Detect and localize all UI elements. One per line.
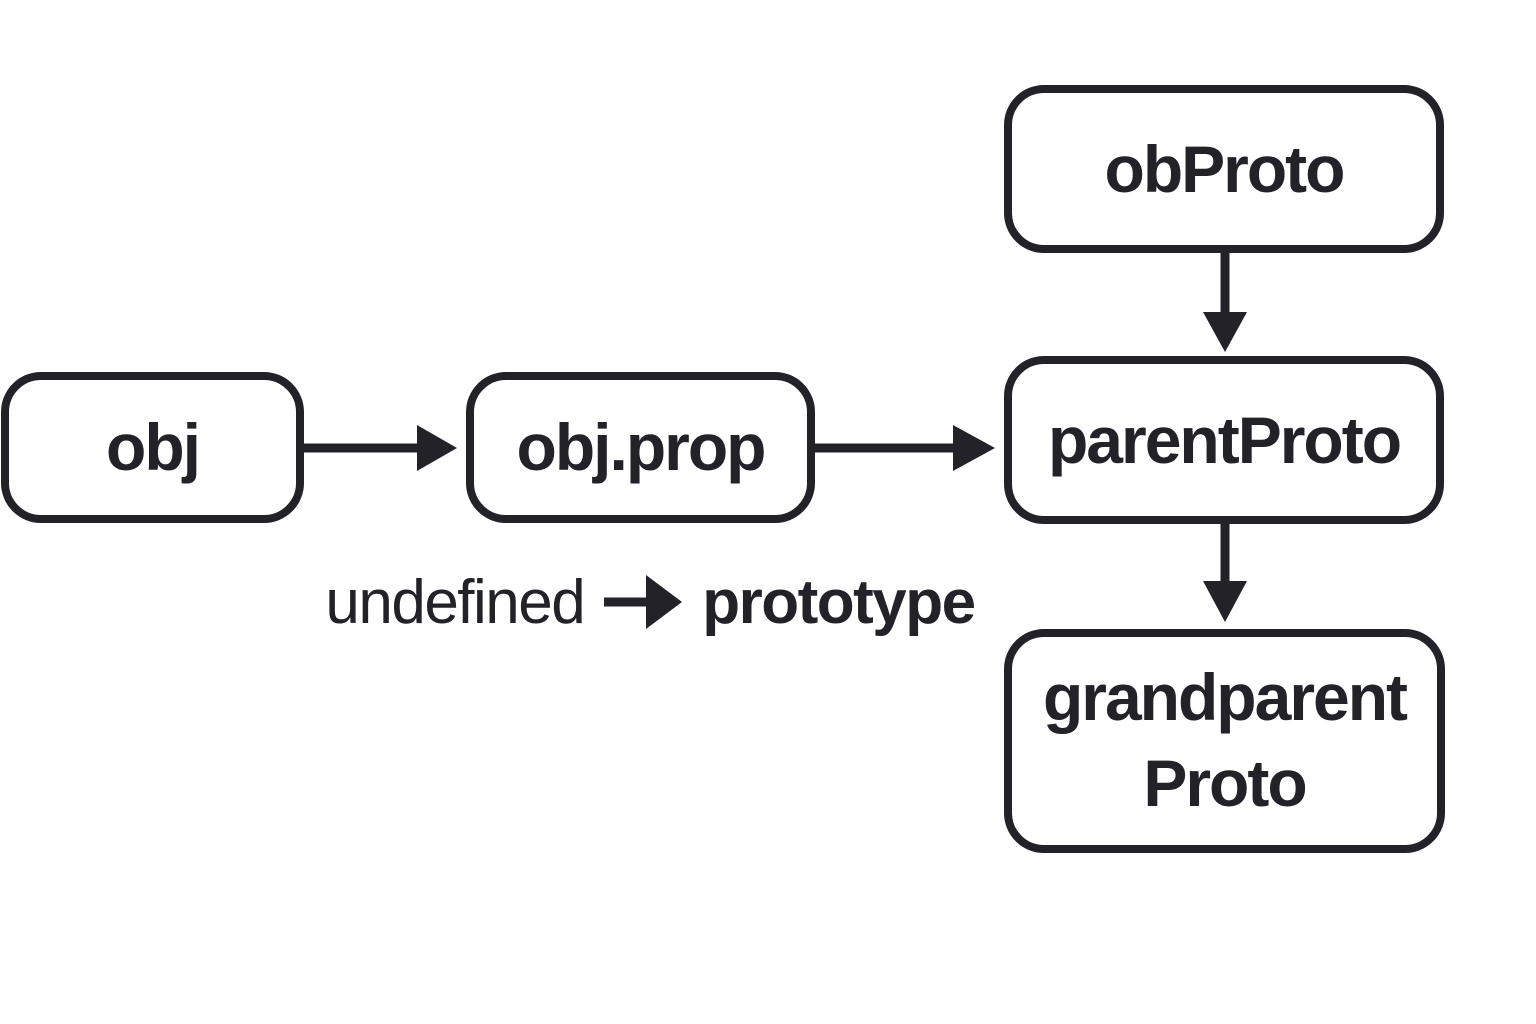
node-obproto: obProto xyxy=(1004,85,1444,253)
lookup-annotation: undefined prototype xyxy=(250,560,1050,644)
arrow-obj-to-objprop xyxy=(303,425,457,471)
arrow-parentproto-to-grandparentproto xyxy=(1203,522,1247,622)
node-obj: obj xyxy=(1,372,304,523)
arrow-objprop-to-parentproto xyxy=(813,425,995,471)
node-grandparentproto-label-line1: grandparent xyxy=(1042,660,1408,735)
node-obj-prop-label: obj.prop xyxy=(516,410,767,485)
node-obj-prop: obj.prop xyxy=(466,372,815,523)
node-parentproto: parentProto xyxy=(1004,356,1444,524)
prototype-text: prototype xyxy=(702,567,976,637)
undefined-text: undefined xyxy=(325,567,585,637)
node-parentproto-label: parentProto xyxy=(1047,402,1402,477)
arrow-obproto-to-parentproto xyxy=(1203,252,1247,352)
node-obj-label: obj xyxy=(106,410,201,485)
node-grandparentproto-label-line2: Proto xyxy=(1143,746,1307,820)
node-obproto-label: obProto xyxy=(1104,131,1346,206)
node-grandparentproto: grandparent Proto xyxy=(1004,629,1445,853)
right-arrow-icon xyxy=(604,575,683,629)
